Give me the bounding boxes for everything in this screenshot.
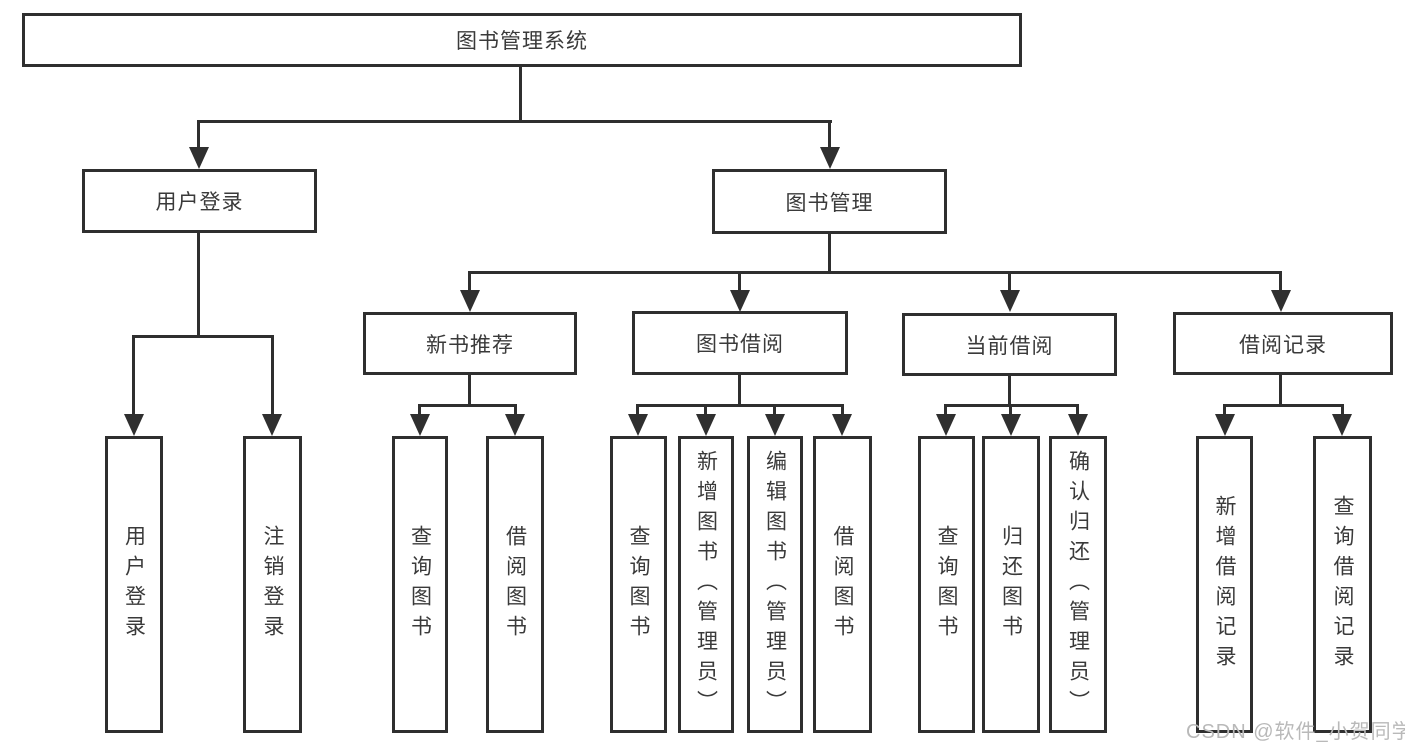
node-book-management: 图书管理 (712, 169, 947, 234)
arrow-down-icon (1001, 414, 1021, 436)
connector-arrow-shaft (197, 123, 200, 147)
arrow-down-icon (730, 290, 750, 312)
connector-arrow-shaft (738, 274, 741, 290)
leaf-query-books-recommend: 查询图书 (392, 436, 448, 733)
connector-newbook-stem (468, 375, 471, 407)
connector-arrow-shaft (773, 407, 776, 414)
arrow-down-icon (765, 414, 785, 436)
leaf-return-books: 归还图书 (982, 436, 1040, 733)
node-user-login: 用户登录 (82, 169, 317, 233)
connector-borrow-rail (636, 404, 844, 407)
connector-arrow-shaft (1279, 274, 1282, 290)
arrow-down-icon (628, 414, 648, 436)
connector-arrow-shaft (1223, 407, 1226, 414)
node-book-borrowing: 图书借阅 (632, 311, 848, 375)
csdn-watermark: CSDN @软件_小贺同学 (1186, 721, 1405, 743)
leaf-confirm-return-admin: 确认归还（管理员） (1049, 436, 1107, 733)
connector-arrow-shaft (514, 407, 517, 414)
node-label: 借阅记录 (1239, 333, 1327, 357)
node-label: 图书管理 (785, 191, 874, 215)
leaf-add-books-admin: 新增图书（管理员） (678, 436, 734, 733)
leaf-label: 查询图书 (935, 524, 958, 645)
arrow-down-icon (189, 147, 209, 169)
connector-userlogin-rail (132, 335, 274, 338)
connector-arrow-shaft (1008, 274, 1011, 290)
leaf-label: 用户登录 (122, 524, 146, 645)
leaf-label: 编辑图书（管理员） (763, 449, 787, 720)
arrow-down-icon (262, 414, 282, 436)
leaf-edit-books-admin: 编辑图书（管理员） (747, 436, 803, 733)
leaf-query-books-current: 查询图书 (918, 436, 975, 733)
arrow-down-icon (410, 414, 430, 436)
connector-records-stem (1279, 375, 1282, 407)
connector-arrow-shaft (828, 123, 831, 147)
connector-records-rail (1223, 404, 1344, 407)
arrow-down-icon (820, 147, 840, 169)
leaf-borrow-books-recommend: 借阅图书 (486, 436, 544, 733)
connector-newbook-rail (418, 404, 517, 407)
node-new-book-recommendation: 新书推荐 (363, 312, 577, 375)
connector-arrow-shaft (636, 407, 639, 414)
node-library-management-system: 图书管理系统 (22, 13, 1022, 67)
connector-arrow-shaft (271, 338, 274, 414)
leaf-label: 注销登录 (261, 524, 284, 645)
connector-current-stem (1008, 376, 1011, 407)
arrow-down-icon (124, 414, 144, 436)
leaf-query-borrow-record: 查询借阅记录 (1313, 436, 1372, 733)
leaf-label: 新增借阅记录 (1213, 494, 1236, 675)
connector-userlogin-stem (197, 233, 200, 338)
node-label: 当前借阅 (965, 334, 1054, 358)
arrow-down-icon (1332, 414, 1352, 436)
connector-arrow-shaft (704, 407, 707, 414)
arrow-down-icon (505, 414, 525, 436)
leaf-label: 查询图书 (627, 524, 650, 645)
leaf-label: 新增图书（管理员） (694, 449, 718, 720)
arrow-down-icon (460, 290, 480, 312)
connector-arrow-shaft (841, 407, 844, 414)
node-label: 图书管理系统 (456, 30, 588, 53)
connector-arrow-shaft (132, 338, 135, 414)
leaf-label: 查询图书 (408, 524, 432, 645)
leaf-label: 借阅图书 (831, 524, 854, 645)
connector-arrow-shaft (418, 407, 421, 414)
connector-arrow-shaft (1341, 407, 1344, 414)
arrow-down-icon (696, 414, 716, 436)
connector-arrow-shaft (1009, 407, 1012, 414)
leaf-label: 归还图书 (999, 524, 1023, 645)
connector-borrow-stem (738, 375, 741, 407)
leaf-borrow-books: 借阅图书 (813, 436, 872, 733)
leaf-logout: 注销登录 (243, 436, 302, 733)
connector-root-rail (197, 120, 832, 123)
connector-root-stem (519, 67, 522, 123)
leaf-user-login: 用户登录 (105, 436, 163, 733)
connector-arrow-shaft (1076, 407, 1079, 414)
arrow-down-icon (1068, 414, 1088, 436)
node-label: 图书借阅 (696, 333, 784, 356)
connector-arrow-shaft (468, 274, 471, 290)
connector-arrow-shaft (944, 407, 947, 414)
arrow-down-icon (936, 414, 956, 436)
arrow-down-icon (832, 414, 852, 436)
node-label: 用户登录 (155, 191, 244, 214)
leaf-add-borrow-record: 新增借阅记录 (1196, 436, 1253, 733)
connector-bookmgmt-stem (828, 234, 831, 274)
leaf-label: 确认归还（管理员） (1066, 449, 1090, 720)
leaf-label: 借阅图书 (503, 524, 527, 645)
leaf-label: 查询借阅记录 (1331, 494, 1354, 675)
node-current-borrowing: 当前借阅 (902, 313, 1117, 376)
arrow-down-icon (1215, 414, 1235, 436)
connector-bookmgmt-rail (468, 271, 1282, 274)
node-borrowing-records: 借阅记录 (1173, 312, 1393, 375)
connector-current-rail (944, 404, 1079, 407)
node-label: 新书推荐 (426, 333, 514, 357)
arrow-down-icon (1000, 290, 1020, 312)
arrow-down-icon (1271, 290, 1291, 312)
leaf-query-books-borrow: 查询图书 (610, 436, 667, 733)
